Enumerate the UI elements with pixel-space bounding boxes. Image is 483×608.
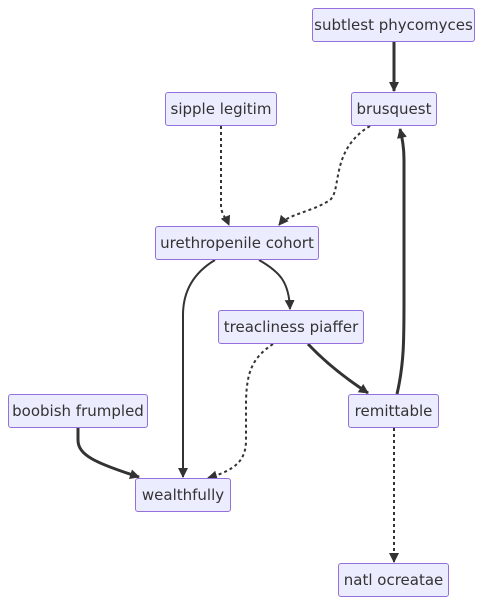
edge-boobish-to-wealthfully — [76, 428, 140, 480]
node-treacliness-piaffer[interactable]: treacliness piaffer — [218, 310, 364, 344]
node-remittable[interactable]: remittable — [348, 394, 439, 428]
edge-treacliness-to-wealthfully — [207, 343, 274, 481]
edge-remittable-to-brusquest — [395, 128, 407, 395]
node-boobish-frumpled[interactable]: boobish frumpled — [8, 394, 148, 428]
edge-brusquest-to-urethropenile — [278, 125, 371, 226]
node-brusquest[interactable]: brusquest — [351, 92, 437, 126]
node-urethropenile-cohort[interactable]: urethropenile cohort — [155, 226, 319, 260]
node-wealthfully[interactable]: wealthfully — [135, 478, 231, 512]
node-sipple-legitim[interactable]: sipple legitim — [165, 92, 277, 126]
edge-urethropenile-to-wealthfully — [178, 259, 216, 478]
edge-sipple-to-urethropenile — [220, 126, 231, 226]
edge-treacliness-to-remittable — [306, 342, 369, 395]
node-subtlest-phycomyces[interactable]: subtlest phycomyces — [312, 8, 475, 42]
edge-urethropenile-to-treacliness — [258, 259, 295, 310]
node-natl-ocreatae[interactable]: natl ocreatae — [338, 563, 449, 597]
